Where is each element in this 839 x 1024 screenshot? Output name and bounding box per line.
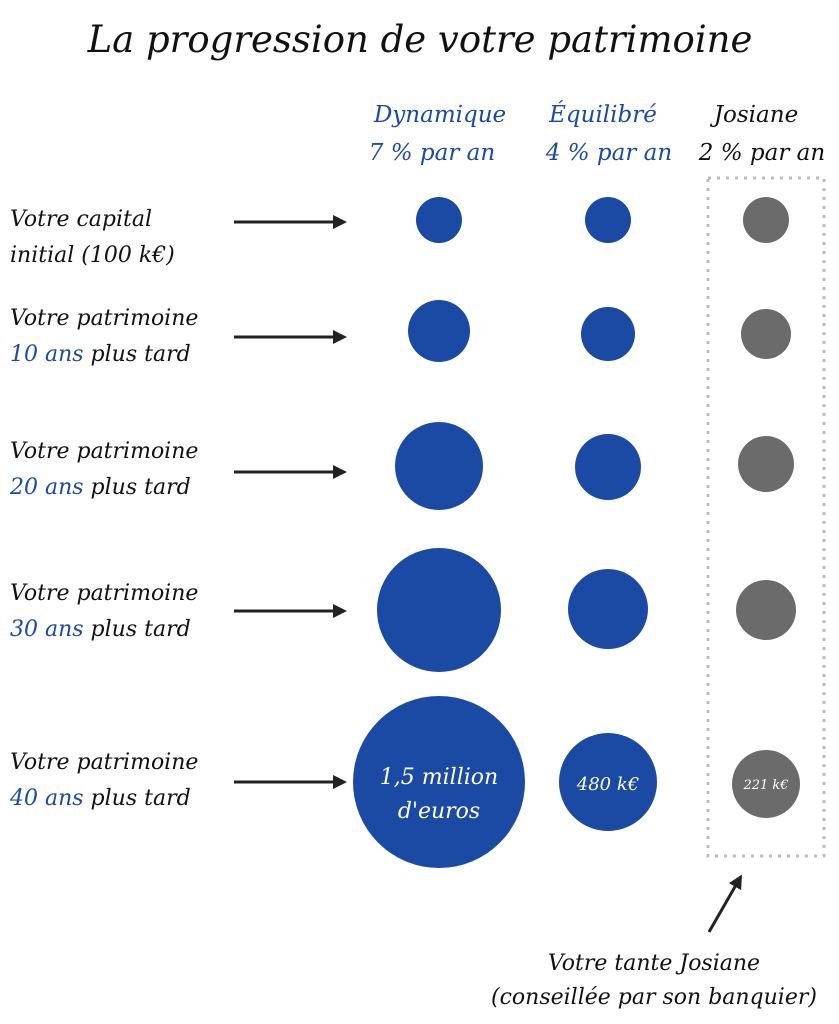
- row-label-line2: initial (100 k€): [10, 243, 175, 268]
- bubble-dynamique-40-years: [353, 696, 525, 868]
- bubble-label-dynamique-line1: 1,5 million: [380, 765, 498, 790]
- column-header-equilibre-name: Équilibré: [548, 101, 657, 128]
- column-header-dynamique-name: Dynamique: [373, 102, 506, 128]
- bubble-josiane-30-years: [736, 580, 796, 640]
- bubble-equilibre-initial: [585, 197, 631, 243]
- bubble-label-josiane: 221 k€: [742, 778, 788, 793]
- bubble-label-dynamique-line2: d'euros: [398, 799, 480, 824]
- bubble-dynamique-initial: [416, 197, 462, 243]
- bubble-label-equilibre: 480 k€: [576, 774, 639, 795]
- row-label-initial: Votre capital initial (100 k€): [10, 207, 175, 268]
- row-label-line1: Votre patrimoine: [10, 439, 198, 464]
- row-label-rest: plus tard: [84, 342, 191, 367]
- row-label-line2: 40 ans plus tard: [9, 786, 191, 811]
- bubble-dynamique-10-years: [408, 300, 470, 362]
- bubble-equilibre-40-years: [559, 733, 657, 831]
- row-label-line1: Votre capital: [10, 207, 152, 232]
- row-label-rest: plus tard: [84, 617, 191, 642]
- row-label-line1: Votre patrimoine: [10, 750, 198, 775]
- row-label-years: 20 ans: [9, 475, 84, 500]
- row-label-line2: 20 ans plus tard: [9, 475, 191, 500]
- bubble-josiane-40-years: [732, 750, 800, 818]
- note-line1: Votre tante Josiane: [548, 951, 760, 976]
- column-header-josiane-rate: 2 % par an: [698, 140, 825, 166]
- bubble-dynamique-20-years: [395, 422, 483, 510]
- row-label-years: 10 ans: [10, 342, 84, 367]
- page-title: La progression de votre patrimoine: [87, 18, 753, 61]
- note-line2: (conseillée par son banquier): [491, 985, 817, 1010]
- column-header-dynamique-rate: 7 % par an: [369, 140, 495, 166]
- row-label-rest: plus tard: [84, 786, 191, 811]
- row-label-rest: plus tard: [84, 475, 191, 500]
- bubble-dynamique-30-years: [377, 548, 501, 672]
- row-label-line1: Votre patrimoine: [10, 306, 198, 331]
- row-label-20-years: Votre patrimoine 20 ans plus tard: [9, 439, 198, 500]
- bubble-equilibre-20-years: [575, 434, 641, 500]
- row-label-line2: 10 ans plus tard: [10, 342, 191, 367]
- row-label-years: 40 ans: [9, 786, 84, 811]
- bubble-equilibre-10-years: [581, 307, 635, 361]
- column-header-equilibre-rate: 4 % par an: [545, 140, 672, 166]
- row-label-30-years: Votre patrimoine 30 ans plus tard: [10, 581, 198, 642]
- column-header-josiane-name: Josiane: [710, 102, 798, 128]
- row-label-line1: Votre patrimoine: [10, 581, 198, 606]
- row-label-10-years: Votre patrimoine 10 ans plus tard: [10, 306, 198, 367]
- bubble-equilibre-30-years: [568, 569, 648, 649]
- row-label-years: 30 ans: [10, 617, 84, 642]
- bubble-josiane-20-years: [738, 436, 794, 492]
- bubble-josiane-initial: [743, 197, 789, 243]
- bubble-josiane-10-years: [741, 309, 791, 359]
- row-label-40-years: Votre patrimoine 40 ans plus tard: [9, 750, 198, 811]
- row-label-line2: 30 ans plus tard: [10, 617, 191, 642]
- arrow-up-icon: [707, 874, 742, 933]
